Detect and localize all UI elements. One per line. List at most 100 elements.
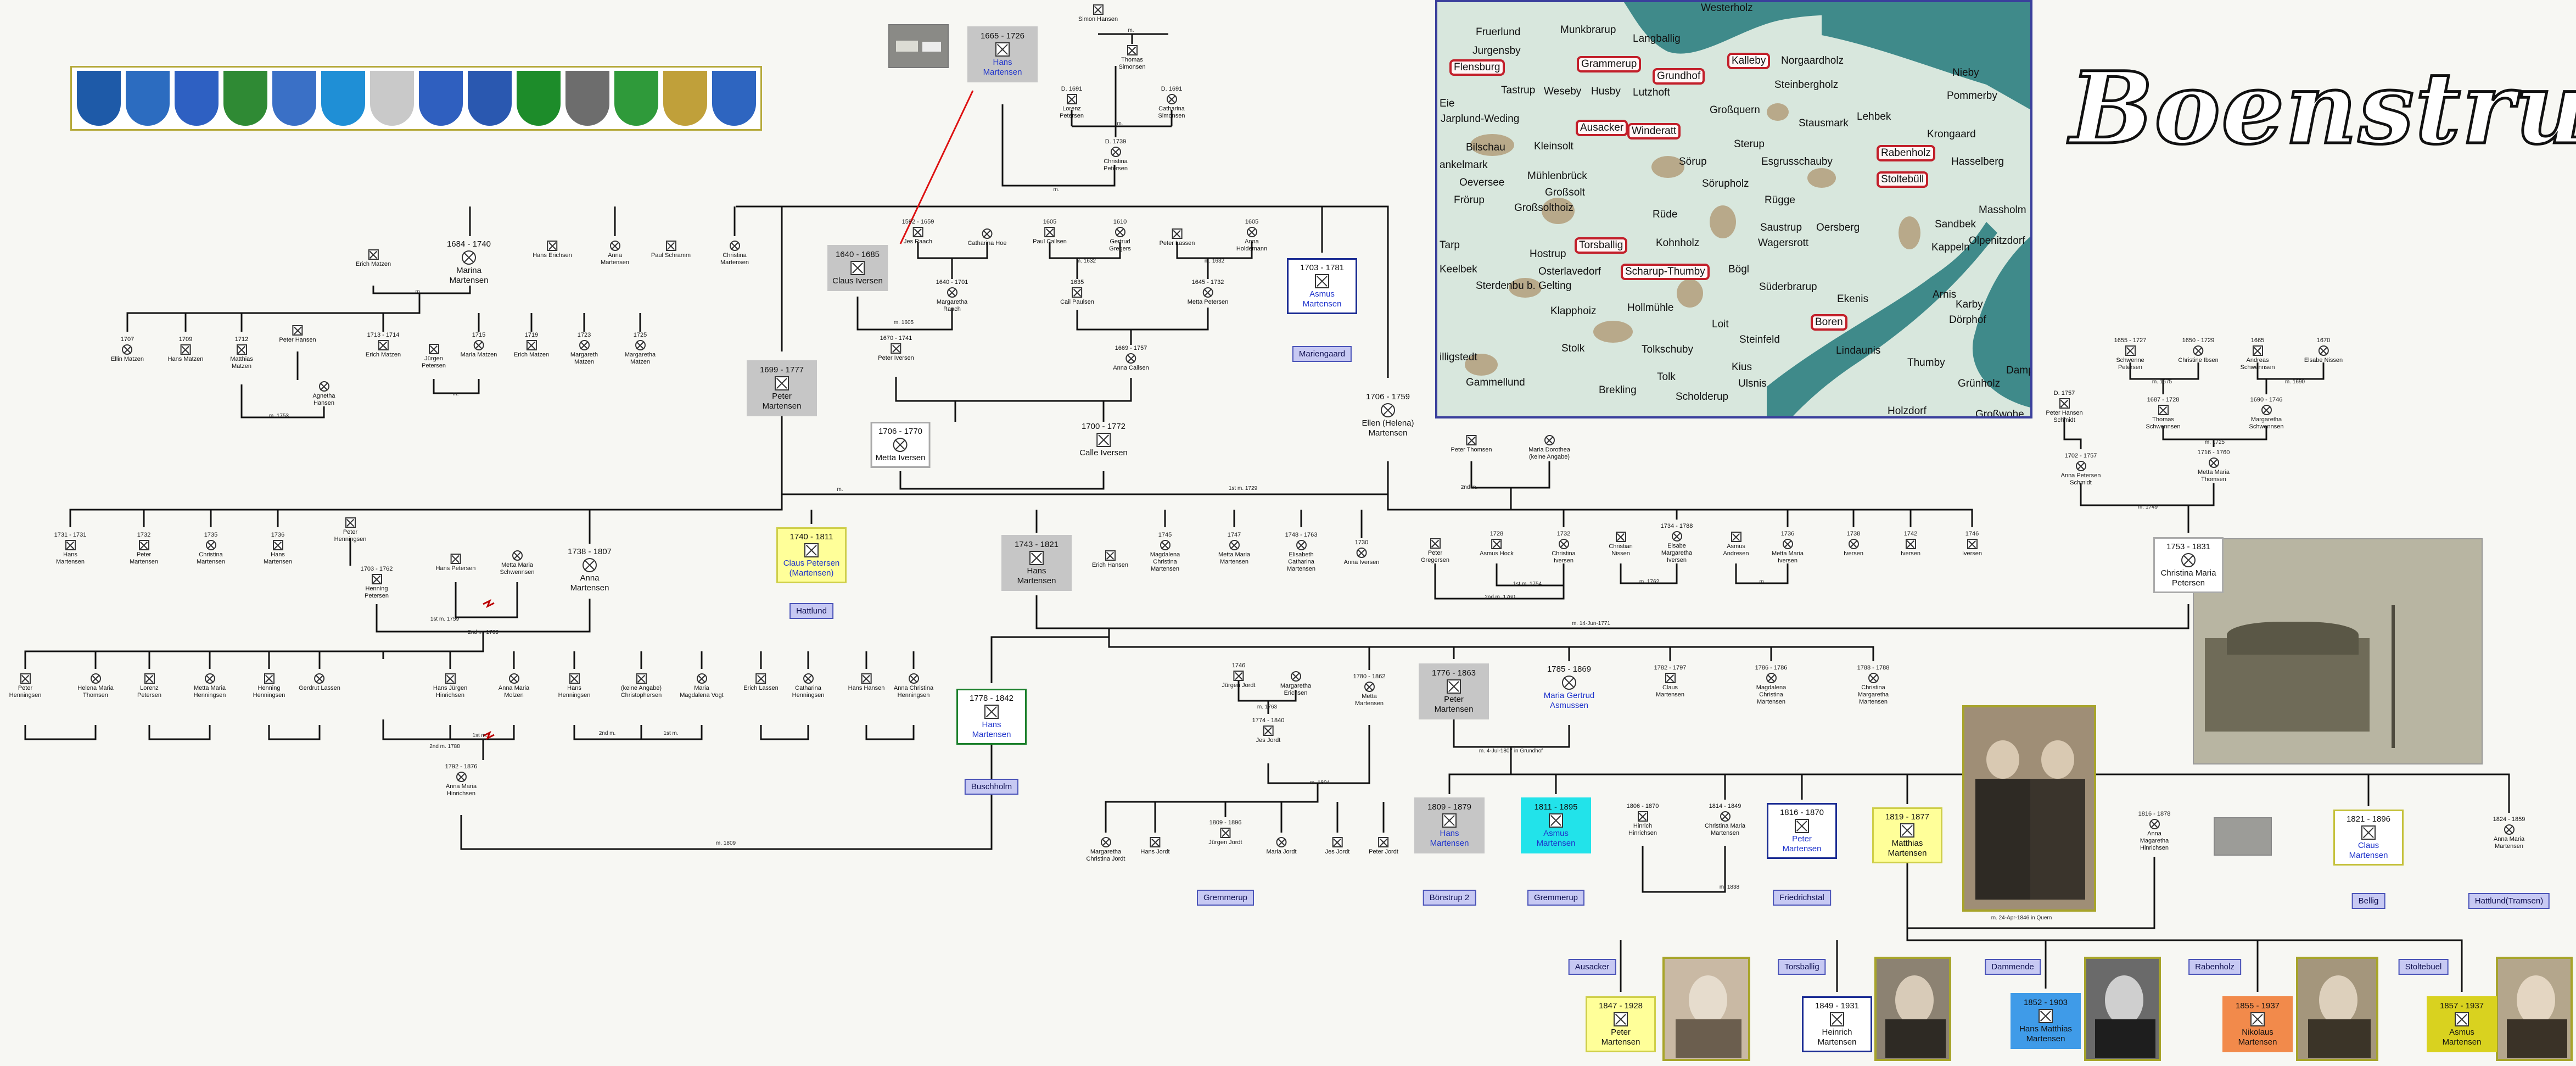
person-node[interactable]: Peter Henningsen <box>3 672 47 699</box>
person-node[interactable]: Anna Maria Molzen <box>492 672 536 699</box>
person-node[interactable]: Hans Jordt <box>1140 836 1170 856</box>
farm-place-label[interactable]: Torsballig <box>1778 959 1826 975</box>
person-node[interactable]: Peter Lassen <box>1160 227 1195 247</box>
person-node[interactable]: Lorenz Petersen <box>127 672 171 699</box>
person-node[interactable]: Metta Maria Schwennsen <box>495 549 539 576</box>
person-node[interactable]: Thomas Simonsen <box>1110 44 1154 71</box>
person-node[interactable]: Jürgen Petersen <box>412 343 456 370</box>
person-node[interactable]: Peter Gregersen <box>1413 537 1457 564</box>
farm-place-label[interactable]: Rabenholz <box>2188 959 2241 975</box>
person-node[interactable]: Gerdrut Lassen <box>299 672 340 692</box>
farm-place-label[interactable]: Ausacker <box>1568 959 1616 975</box>
person-node[interactable]: Christian Nissen <box>1599 531 1643 557</box>
person-node[interactable]: Catharina Hoe <box>968 227 1006 247</box>
farm-place-label[interactable]: Stoltebuel <box>2398 959 2449 975</box>
person-node[interactable]: Helena Maria Thomsen <box>74 672 117 699</box>
person-node[interactable]: Margaretha Erichsen <box>1274 670 1318 697</box>
person-node[interactable]: Hans Petersen <box>436 552 475 572</box>
person-node[interactable]: Hans Hansen <box>848 672 884 692</box>
person-node[interactable]: Paul Schramm <box>651 239 691 259</box>
farm-place-label[interactable]: Friedrichstal <box>1773 890 1831 906</box>
person-node[interactable]: Agnetha Hansen <box>302 380 346 407</box>
person-node[interactable]: Erich Hansen <box>1092 549 1128 569</box>
person-node[interactable]: Margaretha Christina Jordt <box>1084 836 1128 863</box>
farm-place-label[interactable]: Dammende <box>1985 959 2041 975</box>
person-node[interactable]: Peter Henningsen <box>328 516 372 543</box>
farm-place-label[interactable]: Bönstrup 2 <box>1423 890 1476 906</box>
person-node[interactable]: Simon Hansen <box>1078 3 1118 23</box>
person-node[interactable]: Maria Jordt <box>1266 836 1297 856</box>
person-node[interactable]: Hans Henningsen <box>552 672 596 699</box>
farm-place-label[interactable]: Gremmerup <box>1196 890 1255 906</box>
farm-place-label[interactable]: Hattlund <box>789 603 833 619</box>
person-node[interactable]: Hans Erichsen <box>533 239 572 259</box>
farm-place-label[interactable]: Buschholm <box>964 779 1019 795</box>
person-node[interactable]: Hans Jürgen Hinrichsen <box>428 672 472 699</box>
person-node[interactable]: Asmus Andresen <box>1714 531 1758 557</box>
farm-place-label[interactable]: Bellig <box>2351 893 2385 909</box>
person-node[interactable]: Peter Jordt <box>1369 836 1398 856</box>
